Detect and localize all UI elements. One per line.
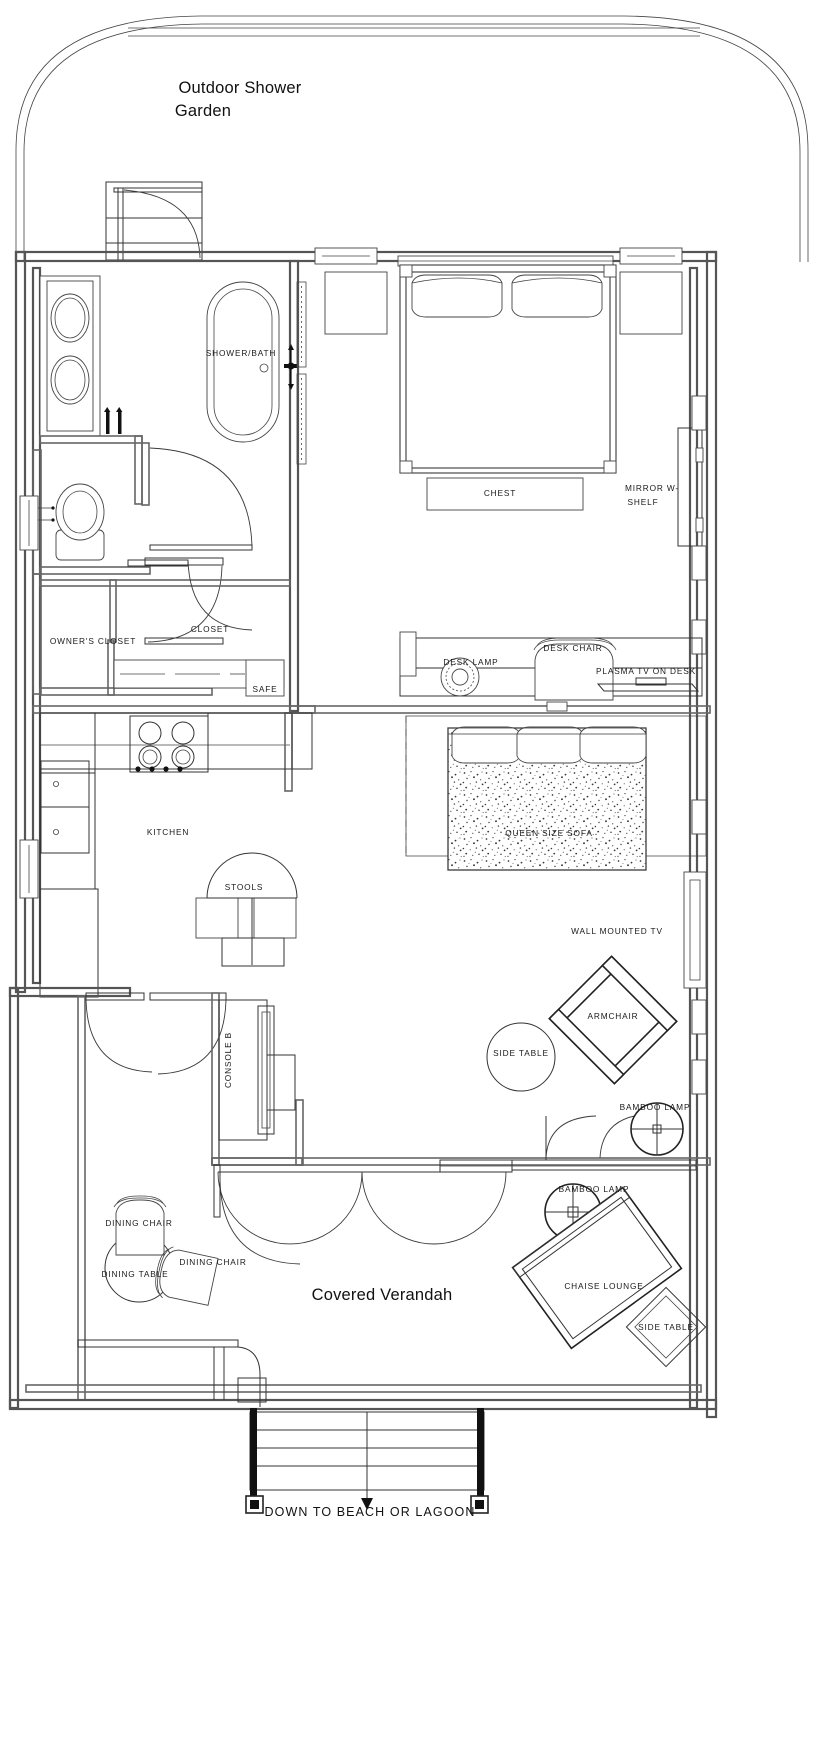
outdoor-shower-title: Outdoor Shower bbox=[179, 79, 302, 97]
outdoor-shower-stall bbox=[105, 181, 203, 261]
label-stools: STOOLS bbox=[225, 882, 264, 892]
label-desk-lamp: DESK LAMP bbox=[443, 657, 498, 667]
covered-verandah-title: Covered Verandah bbox=[312, 1286, 453, 1304]
dining-set bbox=[104, 1195, 219, 1306]
chest bbox=[426, 477, 584, 511]
sink-basin bbox=[50, 293, 90, 343]
label-dining-table: DINING TABLE bbox=[101, 1269, 168, 1279]
dining-chair-upper bbox=[113, 1195, 167, 1256]
verandah-left-step bbox=[77, 1339, 267, 1407]
label-closet: CLOSET bbox=[191, 624, 229, 634]
bathroom bbox=[19, 275, 307, 645]
kitchen-sinks bbox=[40, 760, 90, 854]
label-wall-tv: WALL MOUNTED TV bbox=[571, 926, 663, 936]
stool bbox=[253, 897, 297, 939]
stool bbox=[195, 897, 239, 939]
stools-counter bbox=[195, 852, 298, 967]
outdoor-garden-enclosure bbox=[15, 15, 809, 262]
label-chest: CHEST bbox=[484, 488, 516, 498]
label-dining-chair-right: DINING CHAIR bbox=[179, 1257, 246, 1267]
bedroom bbox=[324, 264, 707, 655]
verandah-french-doors bbox=[217, 1171, 507, 1245]
bamboo-lamp-upper bbox=[630, 1102, 684, 1156]
closet-door-small bbox=[127, 559, 253, 631]
label-kitchen: KITCHEN bbox=[147, 827, 189, 837]
label-desk-chair: DESK CHAIR bbox=[543, 643, 602, 653]
safe-box bbox=[245, 659, 285, 697]
label-plasma-tv: PLASMA TV ON DESK bbox=[596, 666, 696, 676]
label-side-table-square: SIDE TABLE bbox=[638, 1322, 694, 1332]
label-bamboo-lamp-upper: BAMBOO LAMP bbox=[620, 1102, 691, 1112]
nightstand-left bbox=[324, 271, 388, 335]
kitchen-window bbox=[19, 839, 39, 899]
shower-glass-panel bbox=[296, 281, 307, 465]
queen-size-sofa bbox=[447, 726, 647, 871]
counter-curve bbox=[206, 852, 298, 899]
label-armchair: ARMCHAIR bbox=[587, 1011, 638, 1021]
verandah-door-left bbox=[213, 1164, 301, 1265]
dining-chair-right bbox=[155, 1246, 219, 1306]
faucet-fixtures bbox=[104, 407, 123, 434]
label-side-table-round: SIDE TABLE bbox=[493, 1048, 549, 1058]
closet-area bbox=[32, 559, 291, 697]
chaise-lounge bbox=[511, 1186, 683, 1350]
toilet bbox=[55, 483, 105, 561]
top-wall-windows bbox=[314, 247, 683, 267]
desk-lamp bbox=[440, 657, 480, 697]
kitchen bbox=[19, 705, 316, 998]
mirror-with-shelf bbox=[677, 427, 704, 547]
sink-basin bbox=[50, 355, 90, 405]
cooktop-knobs bbox=[135, 766, 183, 772]
covered-verandah bbox=[8, 1102, 718, 1411]
shower-valve bbox=[284, 344, 297, 390]
nightstand-right bbox=[619, 271, 683, 335]
label-shower-bath: SHOWER/BATH bbox=[206, 348, 277, 358]
desk-zone bbox=[289, 631, 711, 714]
living-room bbox=[405, 715, 707, 1095]
beach-stairs bbox=[245, 1408, 489, 1514]
label-queen-sofa: QUEEN SIZE SOFA bbox=[505, 828, 592, 838]
entry-doors bbox=[85, 992, 227, 1075]
label-console-b: CONSOLE B bbox=[223, 1032, 233, 1088]
closet-door bbox=[144, 557, 224, 645]
beach-lagoon-caption: DOWN TO BEACH OR LAGOON bbox=[265, 1505, 476, 1519]
label-owners-closet: OWNER'S CLOSET bbox=[50, 636, 136, 646]
plasma-tv bbox=[596, 677, 700, 692]
label-chaise-lounge: CHAISE LOUNGE bbox=[564, 1281, 643, 1291]
side-table-square bbox=[625, 1286, 707, 1368]
label-mirror-shelf-line1: MIRROR W- bbox=[625, 483, 679, 493]
outdoor-garden-title: Garden bbox=[175, 102, 231, 120]
side-table-round bbox=[486, 1022, 556, 1092]
bathroom-window bbox=[19, 495, 55, 551]
verandah-railing bbox=[439, 1159, 697, 1173]
living-window-right bbox=[683, 871, 707, 989]
label-bamboo-lamp-lower: BAMBOO LAMP bbox=[559, 1184, 630, 1194]
label-safe: SAFE bbox=[252, 684, 277, 694]
armchair bbox=[548, 955, 678, 1085]
shower-bath-tub bbox=[206, 281, 280, 443]
bedroom-windows-right bbox=[691, 395, 707, 655]
label-mirror-shelf-line2: SHELF bbox=[628, 497, 659, 507]
desk-chair bbox=[533, 637, 617, 701]
bathroom-door bbox=[141, 442, 253, 551]
bed bbox=[399, 264, 617, 474]
label-dining-chair-upper: DINING CHAIR bbox=[105, 1218, 172, 1228]
cooktop bbox=[129, 715, 209, 773]
